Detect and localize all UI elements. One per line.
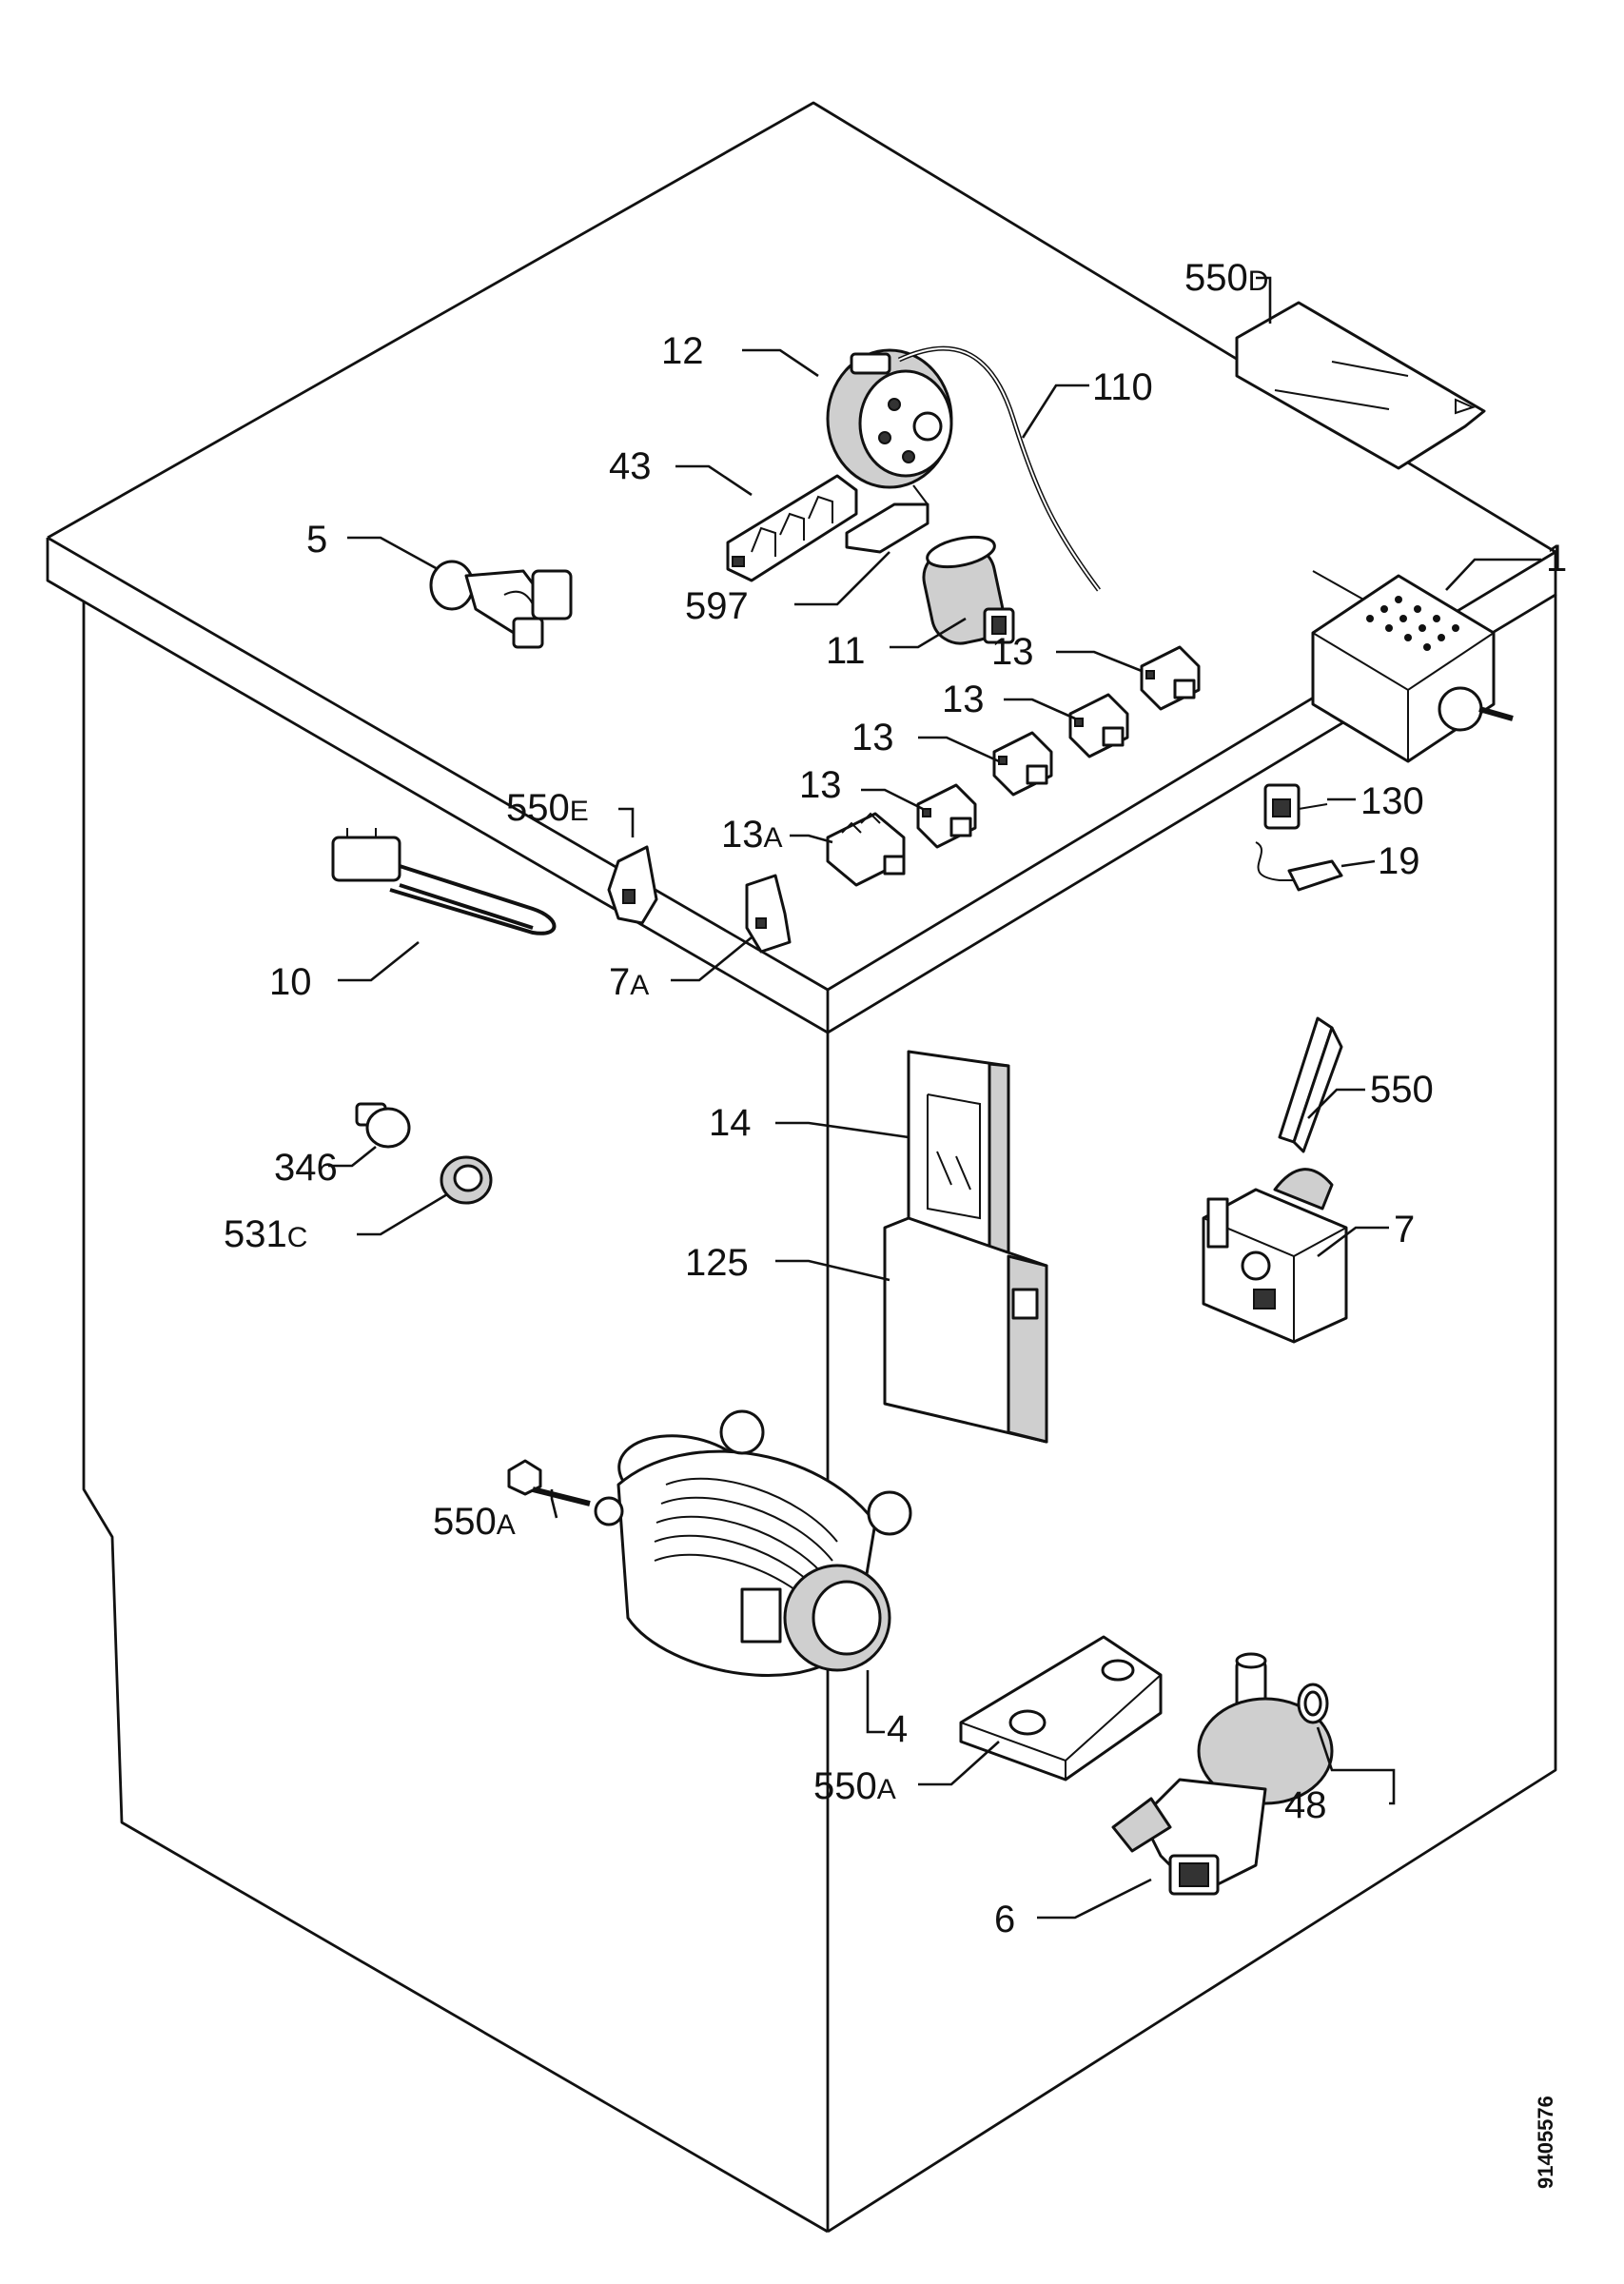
leader-lines xyxy=(328,276,1541,1920)
label-110: 110 xyxy=(1092,366,1153,408)
label-37: 43 xyxy=(609,445,652,487)
label-48: 346 xyxy=(274,1147,338,1189)
connector-13-b xyxy=(1068,693,1129,758)
sensor-19 xyxy=(1255,841,1343,892)
label-550a: 550A xyxy=(813,1765,896,1807)
programmer-1 xyxy=(1311,574,1514,763)
label-11: 11 xyxy=(826,630,866,672)
label-12: 12 xyxy=(661,330,704,372)
label-597: 597 xyxy=(685,585,749,627)
connector-13-a xyxy=(1140,645,1201,711)
part-labels: 550D 12 110 43 5 1 597 11 13 13 13 13 13… xyxy=(224,257,1567,1940)
label-4: 4 xyxy=(887,1708,908,1750)
label-13-c: 13 xyxy=(851,717,894,758)
label-14: 14 xyxy=(709,1102,752,1144)
dispenser-housing-346 xyxy=(883,1216,1048,1444)
switch-43 xyxy=(1263,783,1328,830)
cover-plate-550d xyxy=(1235,301,1486,470)
knob-130a xyxy=(440,1155,493,1205)
door-lock-7 xyxy=(1202,1168,1348,1344)
indicator-lamp-48 xyxy=(355,1102,411,1149)
label-346: 125 xyxy=(685,1242,749,1284)
connector-13a xyxy=(826,812,906,887)
label-10: 10 xyxy=(269,961,312,1003)
label-6: 6 xyxy=(994,1899,1015,1940)
drain-pump-6 xyxy=(1111,1652,1334,1896)
motor-4 xyxy=(594,1409,912,1677)
label-550: 550 xyxy=(1370,1069,1434,1111)
bracket-597 xyxy=(845,484,929,554)
label-130a: 531C xyxy=(224,1213,307,1255)
ring-125b xyxy=(1297,1683,1329,1724)
cabinet-left-face xyxy=(82,601,829,2234)
label-531c: 550A xyxy=(433,1501,516,1543)
lever-550 xyxy=(1278,1016,1343,1153)
label-7: 7 xyxy=(1394,1209,1415,1250)
label-13a: 13A xyxy=(721,814,783,856)
label-7a: 7A xyxy=(609,961,649,1003)
pump-cover-550a xyxy=(959,1635,1163,1782)
label-1: 1 xyxy=(1546,538,1567,580)
label-550e: 550E xyxy=(506,787,589,829)
connector-13-d xyxy=(916,783,977,849)
screw-531c xyxy=(507,1459,591,1506)
connector-13-c xyxy=(992,731,1053,797)
terminal-block-37 xyxy=(726,474,858,582)
capacitor-11 xyxy=(922,535,1015,645)
label-19: 19 xyxy=(1378,840,1420,882)
label-13-d: 13 xyxy=(799,764,842,806)
label-125b: 48 xyxy=(1284,1784,1327,1826)
dispenser-drawer-14 xyxy=(907,1050,1010,1277)
label-5: 5 xyxy=(306,519,327,561)
label-13-a: 13 xyxy=(991,631,1034,673)
label-13-b: 13 xyxy=(942,679,985,720)
label-43: 130 xyxy=(1360,780,1424,822)
label-550d: 550D xyxy=(1184,257,1268,299)
cabinet-right-face xyxy=(827,595,1557,2234)
inlet-valve-5 xyxy=(429,560,573,649)
heater-element-10 xyxy=(331,828,557,935)
document-id: 91405576 xyxy=(1534,2096,1557,2189)
micro-switch-7a xyxy=(745,874,792,954)
pressure-switch-12 xyxy=(826,348,953,489)
clip-550e xyxy=(607,845,658,925)
